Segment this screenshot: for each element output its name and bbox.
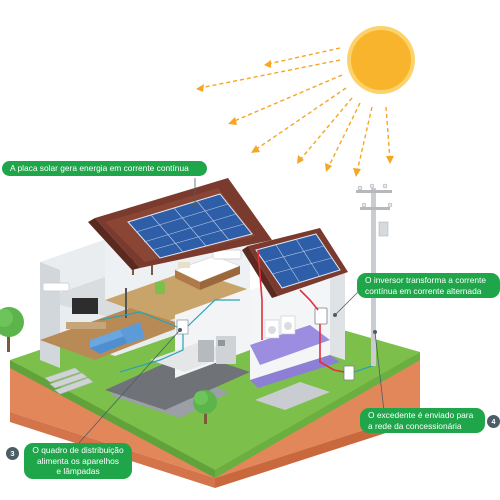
callout-surplus-line2: a rede da concessionária [368,420,462,431]
sofa [90,322,145,354]
solar-panel-main [127,193,253,259]
television [72,298,98,314]
stairs [44,367,94,395]
callout-solar-panel: A placa solar gera energia em corrente c… [2,161,207,176]
callout-inverter-line1: O inversor transforma a corrente [365,275,487,285]
tv-stand [66,322,106,329]
laundry-floor [250,355,340,388]
callout-distribution-board: O quadro de distribuição alimenta os apa… [24,443,132,479]
air-conditioner-lower [42,282,70,292]
main-left-wall [40,262,60,368]
meter-icon [343,365,355,381]
callout-distribution-line3: e lâmpadas [56,466,100,476]
right-module-wall [330,268,345,360]
step-number-3: 3 [6,447,19,460]
patio-floor [105,352,250,410]
ray-arrowheads [196,60,394,177]
callout-inverter: O inversor transforma a corrente contínu… [357,273,500,298]
tree-front [193,390,217,424]
air-conditioner-upper [212,249,242,260]
inverter-icon [314,307,328,325]
floor-lamp [125,288,127,318]
callout-inverter-line2: contínua em corrente alternada [365,285,482,296]
bed [174,255,241,290]
kitchen-appliances [198,336,236,364]
tree-left [0,307,24,352]
washing-machines [264,315,296,339]
callout-surplus: O excedente é enviado para a rede da con… [360,408,485,433]
sun-icon [347,26,415,94]
leader-dots [178,204,377,334]
callout-distribution-line2: alimenta os aparelhos [37,455,119,466]
wires-dc [257,249,345,373]
callout-solar-panel-text: A placa solar gera energia em corrente c… [10,163,189,173]
step-number-4: 4 [487,415,500,428]
walkway [255,382,330,410]
sun-rays [199,47,391,173]
laundry-floor-top [250,325,330,365]
callout-surplus-line1: O excedente é enviado para [368,410,474,420]
green-chair [155,282,165,294]
solar-panel-right [255,233,341,289]
callout-distribution-line1: O quadro de distribuição [32,445,124,455]
